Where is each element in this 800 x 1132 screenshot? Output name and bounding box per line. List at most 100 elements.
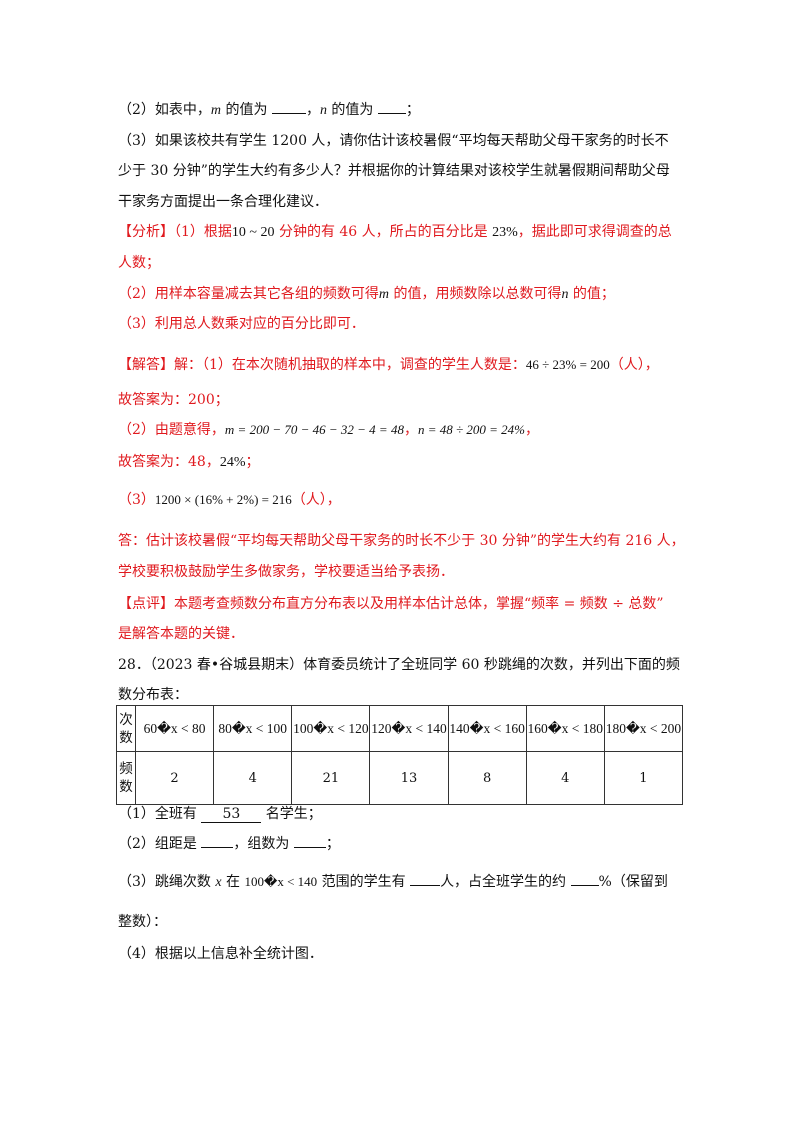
answer-blank: [293, 847, 326, 848]
frequency-cell: 8: [447, 751, 527, 805]
text: 解：（1）在本次随机抽取的样本中，调查的学生人数是：: [174, 357, 526, 373]
header-char: 数: [119, 729, 133, 746]
row-header-count: 次数: [116, 705, 136, 752]
comment-line-1: 【点评】本题考查频数分布直方分布表以及用样本估计总体，掌握“频率 = 频数 ÷ …: [118, 594, 664, 614]
solution-label: 【解答】: [118, 357, 174, 373]
analysis-line-4: （3）利用总人数乘对应的百分比即可．: [118, 316, 365, 332]
header-char: 数: [119, 779, 133, 795]
range-text: 140�x < 160: [449, 720, 525, 736]
text: （人）: [609, 357, 645, 373]
text: （3）: [118, 492, 155, 508]
text: （1）全班有: [118, 806, 202, 822]
range-text: 80�x < 100: [218, 720, 288, 736]
text: ，: [403, 422, 418, 438]
text: 的值；: [568, 286, 615, 302]
range-text: 60�x < 80: [143, 720, 206, 736]
range-cell: 180�x < 200: [603, 705, 684, 752]
text: 故答案为：48，: [118, 454, 220, 470]
answer-line-2: 学校要积极鼓励学生多做家务，学校要适当给予表扬．: [118, 564, 454, 580]
frequency-cell: 4: [213, 751, 293, 805]
range-cell: 120�x < 140: [369, 705, 449, 752]
text: 本题考查频数分布直方分布表以及用样本估计总体，掌握“频率 = 频数 ÷ 总数”: [174, 596, 664, 612]
solution-line-4: 故答案为：48，24%；: [118, 452, 260, 473]
range-text: 180�x < 200: [605, 720, 682, 736]
analysis-label: 【分析】: [118, 224, 174, 240]
frequency-cell: 4: [525, 751, 605, 805]
text: 名学生；: [261, 806, 322, 822]
math-range: 10 ~ 20: [231, 225, 275, 240]
frequency-cell: 1: [603, 751, 684, 805]
text: （2）如表中，: [118, 102, 211, 118]
analysis-line-2: 人数；: [118, 255, 160, 271]
math-m: m: [210, 103, 222, 118]
answer-line-1: 答：估计该校暑假“平均每天帮助父母干家务的时长不少于 30 分钟”的学生大约有 …: [118, 533, 685, 549]
text: 的值为: [326, 102, 378, 118]
math-formula: 46 ÷ 23% = 200: [525, 357, 610, 372]
frequency-cell: 2: [134, 751, 215, 805]
math-formula: m = 200 − 70 − 46 − 32 − 4 = 48: [224, 422, 404, 437]
analysis-line-3: （2）用样本容量减去其它各组的频数可得m 的值，用频数除以总数可得n 的值；: [118, 284, 615, 305]
table-row-ranges: 次数 60�x < 80 80�x < 100 100�x < 120 120�…: [116, 705, 684, 752]
solution-line-1: 【解答】解：（1）在本次随机抽取的样本中，调查的学生人数是：46 ÷ 23% =…: [118, 355, 659, 375]
text: 分钟的有 46 人，所占的百分比是: [274, 224, 493, 240]
sub-question-3: （3）跳绳次数 x 在 100�x < 140 范围的学生有 人，占全班学生的约…: [118, 872, 668, 893]
frequency-cell: 13: [369, 751, 449, 805]
range-cell: 100�x < 120: [291, 705, 371, 752]
text: 人，占全班学生的约: [440, 874, 571, 890]
math-formula: 1200 × (16% + 2%) = 216: [154, 492, 292, 507]
text: （2）组距是: [118, 836, 202, 852]
text: ；: [405, 102, 420, 118]
text: 在: [221, 874, 245, 890]
range-cell: 140�x < 160: [447, 705, 527, 752]
math-m: m: [378, 287, 390, 302]
question-2-line: （2）如表中，m 的值为 ，n 的值为 ；: [118, 100, 420, 121]
sub-question-1: （1）全班有 53 名学生；: [118, 804, 322, 824]
text: （2）用样本容量减去其它各组的频数可得: [118, 286, 379, 302]
text: ，: [644, 357, 659, 373]
range-cell: 60�x < 80: [134, 705, 215, 752]
answer-blank: [410, 885, 441, 886]
text: （3）跳绳次数: [118, 874, 216, 890]
answer-blank-53: 53: [201, 806, 262, 823]
answer-blank: [201, 847, 234, 848]
text: ，组数为: [233, 836, 294, 852]
math-formula: n = 48 ÷ 200 = 24%: [417, 422, 525, 437]
answer-blank: [271, 113, 306, 114]
math-n: n: [561, 287, 569, 302]
solution-line-2: 故答案为：200；: [118, 392, 229, 408]
frequency-table: 次数 60�x < 80 80�x < 100 100�x < 120 120�…: [116, 705, 684, 805]
text: ；: [325, 836, 340, 852]
sub-question-3-line-2: 整数）：: [118, 914, 167, 930]
problem-28-line-1: 28．（2023 春•谷城县期末）体育委员统计了全班同学 60 秒跳绳的次数，并…: [118, 657, 680, 673]
text: （1）根据: [174, 224, 232, 240]
comment-line-2: 是解答本题的关键．: [118, 626, 244, 642]
answer-blank: [377, 113, 406, 114]
math-x: x: [215, 875, 222, 890]
text: 范围的学生有: [317, 874, 411, 890]
question-3-line-1: （3）如果该校共有学生 1200 人，请你估计该校暑假“平均每天帮助父母干家务的…: [118, 133, 669, 149]
text: （人）: [291, 492, 327, 508]
math-percent: 23%: [492, 225, 518, 240]
math-n: n: [319, 103, 327, 118]
text: ，: [326, 492, 341, 508]
text: ，: [524, 422, 539, 438]
text: 的值，用频数除以总数可得: [389, 286, 562, 302]
solution-line-3: （2）由题意得，m = 200 − 70 − 46 − 32 − 4 = 48，…: [118, 420, 539, 440]
question-3-line-2: 少于 30 分钟”的学生大约有多少人？并根据你的计算结果对该校学生就暑假期间帮助…: [118, 163, 670, 179]
math-percent: 24%: [219, 455, 246, 470]
table-row-frequencies: 频数 2 4 21 13 8 4 1: [116, 751, 684, 805]
text: ，: [305, 102, 320, 118]
row-header-frequency: 频数: [116, 751, 136, 805]
text: ，据此即可求得调查的总: [517, 224, 672, 240]
range-text: 120�x < 140: [371, 720, 447, 736]
range-cell: 80�x < 100: [213, 705, 293, 752]
sub-question-2: （2）组距是 ，组数为 ；: [118, 834, 340, 854]
question-3-line-3: 干家务方面提出一条合理化建议．: [118, 194, 328, 210]
math-range: 100�x < 140: [244, 874, 318, 889]
comment-label: 【点评】: [118, 596, 174, 612]
analysis-line-1: 【分析】（1）根据10 ~ 20 分钟的有 46 人，所占的百分比是 23%，据…: [118, 222, 672, 243]
range-text: 160�x < 180: [527, 720, 603, 736]
text: %（保留到: [598, 874, 668, 890]
text: 的值为: [221, 102, 272, 118]
